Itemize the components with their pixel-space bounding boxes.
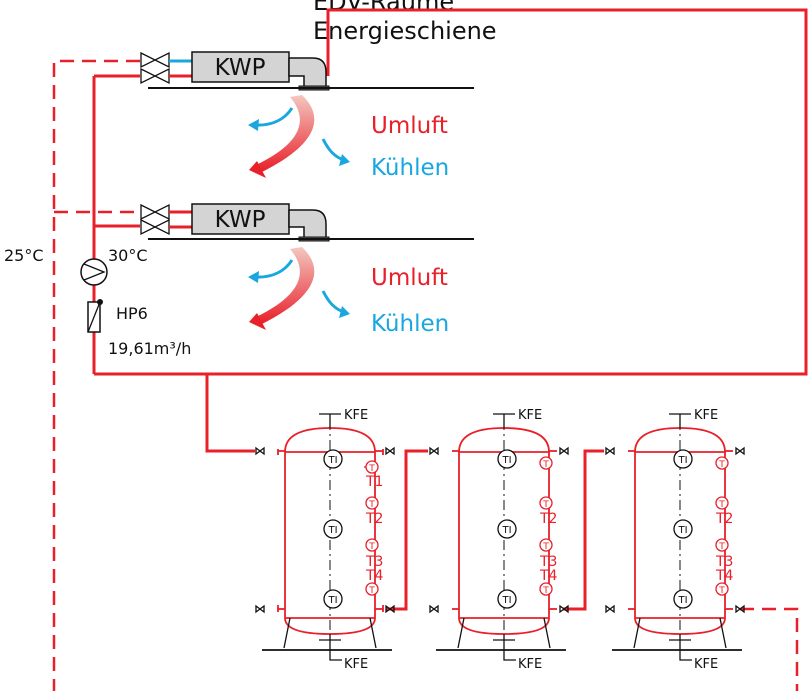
probe-label: T3 xyxy=(539,554,557,570)
kwp-label: KWP xyxy=(215,207,266,233)
storage-tank-1: KFE KFE TI TI TI T T T T T1 T2 T3 T4 xyxy=(255,408,395,672)
return-temp-label: 25°C xyxy=(4,246,44,265)
probe-label: T4 xyxy=(365,568,384,584)
valve-icon xyxy=(140,51,170,85)
svg-text:T: T xyxy=(368,542,375,552)
svg-text:TI: TI xyxy=(501,595,511,606)
temperature-probe-icon xyxy=(539,456,553,596)
svg-text:TI: TI xyxy=(677,525,687,536)
cooling-arrow-icon xyxy=(252,259,294,279)
return-pipework xyxy=(52,59,799,691)
svg-text:T: T xyxy=(368,464,375,474)
svg-text:T: T xyxy=(718,500,725,510)
umluft-label: Umluft xyxy=(371,113,448,139)
kfe-bottom-label: KFE xyxy=(694,657,718,672)
svg-text:T: T xyxy=(542,460,549,470)
temperature-indicator-icon: TI TI TI xyxy=(323,449,343,609)
temperature-indicator-icon: TI TI TI xyxy=(497,449,517,609)
svg-text:TI: TI xyxy=(327,455,337,466)
svg-text:TI: TI xyxy=(501,455,511,466)
probe-label: T3 xyxy=(365,554,383,570)
valve-icon xyxy=(140,203,170,236)
svg-text:TI: TI xyxy=(677,455,687,466)
kfe-top-label: KFE xyxy=(694,408,718,423)
kuehlen-label: Kühlen xyxy=(371,311,449,337)
svg-text:T: T xyxy=(368,500,375,510)
tank-feed-pipe xyxy=(205,374,255,453)
temperature-probe-icon xyxy=(715,456,729,596)
svg-text:T: T xyxy=(542,500,549,510)
return-air-arrow-icon xyxy=(256,95,315,172)
svg-text:T: T xyxy=(718,586,725,596)
header-line1: EDV-Räume xyxy=(313,0,454,16)
svg-text:TI: TI xyxy=(327,595,337,606)
probe-label: T4 xyxy=(539,568,558,584)
probe-label: T2 xyxy=(365,511,383,527)
probe-label: T2 xyxy=(715,511,733,527)
air-duct xyxy=(288,209,327,240)
cooling-arrow-icon xyxy=(252,107,294,127)
return-air-arrow-icon xyxy=(256,247,315,324)
tank-interconnect-1 xyxy=(386,449,428,611)
supply-temp-label: 30°C xyxy=(108,246,148,265)
header-line2: Energieschiene xyxy=(313,17,497,45)
storage-tank-2: KFE KFE TI TI TI T T T T T2 T3 T4 xyxy=(429,408,569,672)
tank-interconnect-2 xyxy=(563,449,604,611)
svg-text:T: T xyxy=(368,586,375,596)
kfe-top-label: KFE xyxy=(518,408,542,423)
supply-pipe-loop xyxy=(94,8,808,376)
tank-return-pipe xyxy=(740,607,799,691)
return-riser xyxy=(52,59,140,691)
svg-text:T: T xyxy=(542,542,549,552)
probe-label: T2 xyxy=(539,511,557,527)
probe-label: T1 xyxy=(365,474,383,490)
svg-text:TI: TI xyxy=(501,525,511,536)
kfe-top-label: KFE xyxy=(344,408,368,423)
probe-label: T3 xyxy=(715,554,733,570)
kwp-unit-2: KWP Umluft Kühlen xyxy=(140,203,474,337)
kwp-unit-1: KWP Umluft Kühlen xyxy=(140,51,474,181)
pump-name-label: HP6 xyxy=(116,304,148,323)
probe-label: T4 xyxy=(715,568,734,584)
kfe-bottom-label: KFE xyxy=(518,657,542,672)
storage-tank-3: KFE KFE TI TI TI T T T T T2 T3 T4 xyxy=(605,408,745,672)
svg-text:T: T xyxy=(718,542,725,552)
svg-text:T: T xyxy=(718,460,725,470)
main-pipework xyxy=(92,8,808,611)
temperature-indicator-icon: TI TI TI xyxy=(673,449,693,609)
kuehlen-label: Kühlen xyxy=(371,155,449,181)
air-duct xyxy=(288,57,327,89)
svg-text:TI: TI xyxy=(327,525,337,536)
pump-group: 25°C 30°C HP6 19,61m³/h xyxy=(4,246,191,358)
kfe-bottom-label: KFE xyxy=(344,657,368,672)
flow-label: 19,61m³/h xyxy=(108,339,191,358)
svg-text:T: T xyxy=(542,586,549,596)
temperature-probe-icon xyxy=(364,460,379,596)
kwp-label: KWP xyxy=(215,55,266,81)
svg-text:TI: TI xyxy=(677,595,687,606)
umluft-label: Umluft xyxy=(371,265,448,291)
